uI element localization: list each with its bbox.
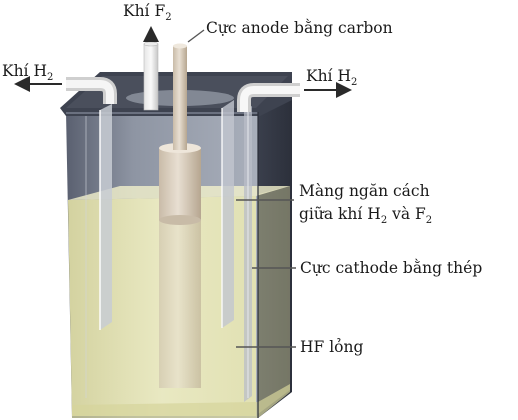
h2-left-outlet-pipe — [14, 76, 117, 104]
label-membrane-line1: Màng ngăn cách — [299, 182, 430, 200]
anode-thick-part — [159, 148, 201, 220]
h2-right-outlet-pipe — [237, 82, 352, 112]
label-gas-f2: Khí F2 — [123, 2, 172, 23]
label-anode: Cực anode bằng carbon — [206, 19, 393, 37]
label-electrolyte: HF lỏng — [300, 338, 363, 356]
liquid-hf-side — [258, 186, 290, 414]
membrane-and-cathode — [85, 100, 252, 402]
pointer-lines — [187, 29, 296, 348]
f2-outlet-pipe — [143, 26, 159, 111]
anode-pointer — [187, 29, 205, 43]
label-membrane-line2: giữa khí H2 và F2 — [299, 205, 432, 226]
label-h2-left: Khí H2 — [2, 62, 53, 83]
label-h2-right: Khí H2 — [306, 67, 357, 88]
tank-right-side — [258, 96, 292, 418]
anode-stem — [173, 46, 187, 150]
label-cathode: Cực cathode bằng thép — [300, 259, 482, 277]
carbon-anode — [159, 43, 201, 388]
anode-lower-rod — [159, 212, 201, 388]
tank-base — [72, 384, 290, 418]
membrane-right — [222, 100, 234, 328]
membrane-left — [100, 104, 112, 330]
